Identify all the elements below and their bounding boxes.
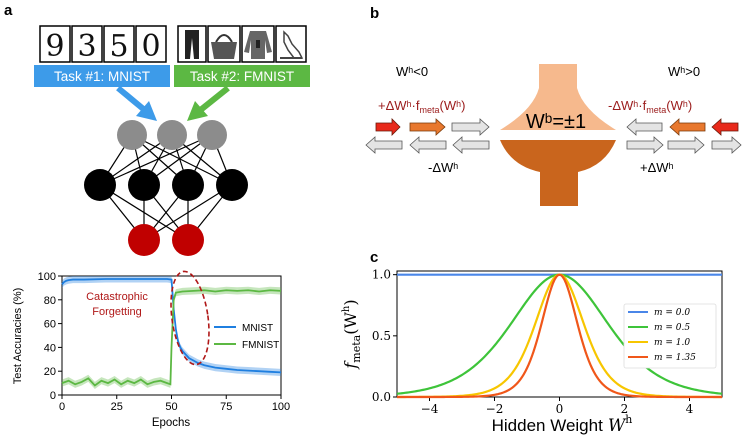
mnist-digit-strip: 9 3 5 0 xyxy=(39,25,167,64)
y-tick-label: 100 xyxy=(38,271,56,283)
x-tick-label: 100 xyxy=(272,401,290,413)
x-tick-label: 2 xyxy=(621,402,629,416)
task1-arrow xyxy=(116,85,157,121)
right-arrow-group xyxy=(626,118,742,154)
mnist-digit: 5 xyxy=(109,29,128,64)
legend-label-fmnist: FMNIST xyxy=(242,340,279,351)
red-arrow-icon xyxy=(375,118,401,136)
mnist-digit: 3 xyxy=(77,29,96,64)
gray-arrow-icon xyxy=(711,136,742,154)
accuracy-xlabel: Epochs xyxy=(152,417,191,429)
forgetting-ellipse xyxy=(170,270,210,366)
x-tick-label: −2 xyxy=(486,402,504,416)
legend-label-m135: m = 1.35 xyxy=(654,353,696,363)
accuracy-chart: 0 25 50 75 100 0 20 40 60 80 100 Test Accuracies (… xyxy=(12,270,290,429)
gray-arrow-icon xyxy=(409,136,447,154)
input-node xyxy=(197,120,227,150)
fmnist-image-strip xyxy=(177,25,307,63)
output-node xyxy=(172,224,204,256)
right-increment-formula: +ΔWʰ xyxy=(640,160,674,175)
x-tick-label: −4 xyxy=(421,402,439,416)
gray-arrow-icon xyxy=(451,118,490,136)
gray-arrow-icon xyxy=(452,136,490,154)
output-node xyxy=(128,224,160,256)
accuracy-ylabel: Test Accuracies (%) xyxy=(12,288,24,385)
mnist-digit: 0 xyxy=(141,29,160,64)
legend-label-mnist: MNIST xyxy=(242,323,273,334)
accuracy-legend: MNIST FMNIST xyxy=(214,323,279,351)
task2-arrow xyxy=(187,85,230,121)
hidden-node xyxy=(128,169,160,201)
left-decrement-formula: -ΔWʰ xyxy=(428,160,458,175)
gray-arrow-icon xyxy=(667,136,705,154)
y-tick-label: 0 xyxy=(50,390,56,402)
meta-ylabel: fmeta(Wh) xyxy=(341,299,363,369)
panel-b-letter: b xyxy=(370,5,379,22)
gray-arrow-icon xyxy=(365,136,403,154)
gray-arrow-icon xyxy=(626,118,663,136)
y-tick-label: 0.5 xyxy=(372,329,391,343)
orange-arrow-icon xyxy=(409,118,446,136)
forgetting-annotation-line2: Forgetting xyxy=(92,306,142,318)
network-diagram xyxy=(84,120,248,256)
task2-label: Task #2: FMNIST xyxy=(190,69,294,84)
left-update-formula: +ΔWʰ·fmeta(Wʰ) xyxy=(378,98,465,115)
forgetting-annotation-line1: Catastrophic xyxy=(86,291,148,303)
meta-function-chart: −4 −2 0 2 4 0.0 0.5 1.0 fmeta(Wh) Hidden Weight… xyxy=(341,268,723,436)
left-arrow-group xyxy=(365,118,490,154)
y-tick-label: 0.0 xyxy=(372,390,391,404)
orange-arrow-icon xyxy=(669,118,706,136)
x-tick-label: 4 xyxy=(686,402,694,416)
series-band-fmnist xyxy=(62,286,281,390)
mnist-digit: 9 xyxy=(45,29,64,64)
hidden-node xyxy=(172,169,204,201)
x-tick-label: 50 xyxy=(165,401,177,413)
series-line-m135 xyxy=(396,273,723,399)
panel-c-letter: c xyxy=(370,249,378,266)
x-tick-label: 0 xyxy=(59,401,65,413)
y-tick-label: 20 xyxy=(44,366,56,378)
input-node xyxy=(157,120,187,150)
series-line-fmnist xyxy=(61,289,282,387)
right-condition: Wʰ>0 xyxy=(668,64,700,79)
x-tick-label: 75 xyxy=(220,401,232,413)
sandal-icon xyxy=(280,30,304,59)
red-arrow-icon xyxy=(711,118,739,136)
hidden-node xyxy=(216,169,248,201)
input-node xyxy=(117,120,147,150)
legend-label-m05: m = 0.5 xyxy=(654,323,690,333)
binary-weight-text: Wᵇ=±1 xyxy=(526,111,586,133)
y-tick-label: 80 xyxy=(44,295,56,307)
task2-label-box xyxy=(174,65,310,87)
trousers-icon xyxy=(185,30,199,59)
task1-label-box xyxy=(34,65,170,87)
hidden-node xyxy=(84,169,116,201)
x-tick-label: 25 xyxy=(111,401,123,413)
meta-legend: m = 0.0 m = 0.5 m = 1.0 m = 1.35 xyxy=(623,303,717,369)
left-condition: Wʰ<0 xyxy=(396,64,428,79)
gray-arrow-icon xyxy=(626,136,664,154)
series-line-mnist xyxy=(61,278,282,374)
right-update-formula: -ΔWʰ·fmeta(Wʰ) xyxy=(608,98,692,115)
handbag-icon xyxy=(211,34,237,59)
y-tick-label: 60 xyxy=(44,319,56,331)
y-tick-label: 1.0 xyxy=(372,268,391,282)
panel-a-letter: a xyxy=(4,2,13,19)
legend-label-m1: m = 1.0 xyxy=(654,338,690,348)
y-tick-label: 40 xyxy=(44,342,56,354)
pullover-icon xyxy=(244,31,272,59)
task1-label: Task #1: MNIST xyxy=(54,69,150,84)
x-tick-label: 0 xyxy=(556,402,564,416)
funnel-diagram xyxy=(500,64,616,206)
legend-label-m0: m = 0.0 xyxy=(654,308,690,318)
